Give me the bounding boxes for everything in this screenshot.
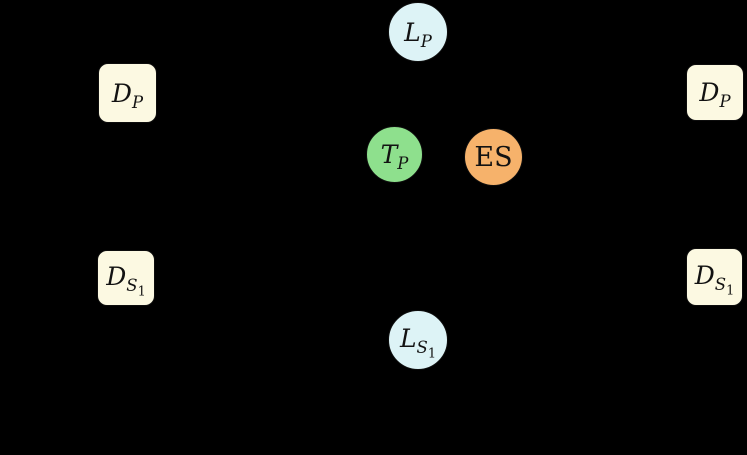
node-ls1-label: LS1 <box>399 323 437 362</box>
node-es-circle: ES <box>464 128 523 186</box>
node-dp-right-label: DP <box>699 78 731 111</box>
node-dp-right-square: DP <box>686 64 744 121</box>
node-lp-circle: LP <box>388 2 448 62</box>
node-lp-label: LP <box>404 17 432 51</box>
node-dp-left-square: DP <box>98 63 157 123</box>
node-ds1-left-square: DS1 <box>97 250 155 306</box>
node-tp-circle: TP <box>366 126 423 183</box>
node-ds1-right-label: DS1 <box>694 260 735 299</box>
node-dp-left-label: DP <box>111 78 144 112</box>
node-es-label: ES <box>474 141 513 173</box>
node-ls1-circle: LS1 <box>388 310 448 370</box>
node-ds1-left-label: DS1 <box>106 261 146 300</box>
node-tp-label: TP <box>380 140 409 173</box>
node-ds1-right-square: DS1 <box>686 248 743 306</box>
